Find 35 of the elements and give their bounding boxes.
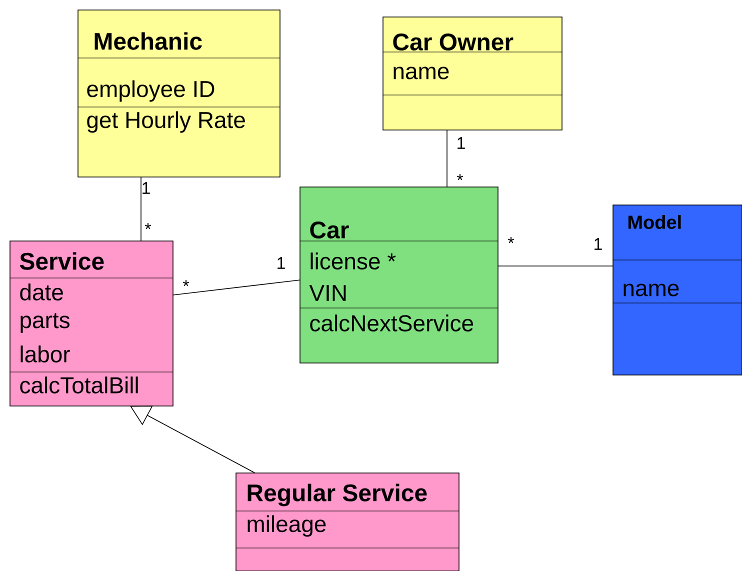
class-member: parts [20,313,70,333]
class-member: employee ID [87,80,214,102]
multiplicity-label: * [182,280,190,286]
class-member: date [20,284,63,300]
class-member: labor [20,346,70,362]
class-member: name [624,284,679,296]
class-box [236,472,460,571]
association-line [172,280,300,296]
class-member: mileage [248,515,326,537]
class-box [612,204,742,376]
class-name: Service [20,252,104,270]
association-line [140,176,142,242]
multiplicity-label: * [144,223,152,230]
class-member: get Hourly Rate [87,111,245,133]
class-name: Mechanic [94,32,202,50]
multiplicity-label: 1 [594,238,602,250]
association-line [446,130,448,188]
class-member: name [394,66,449,80]
class-member: calcTotalBill [20,376,138,394]
class-name: Regular Service [248,484,427,506]
class-box [382,16,562,130]
multiplicity-label: 1 [278,257,285,269]
class-name: Model [628,215,681,229]
inheritance-arrow [130,406,256,474]
class-name: Car Owner [393,34,514,50]
class-member: license * [310,252,396,270]
multiplicity-label: * [456,174,464,180]
multiplicity-label: 1 [458,137,465,149]
multiplicity-label: 1 [142,182,150,194]
class-box [78,10,280,178]
class-member: VIN [309,285,346,301]
class-member: calcNextService [310,314,474,332]
class-box [300,186,498,364]
class-box [10,240,174,406]
class-name: Car [310,222,349,238]
